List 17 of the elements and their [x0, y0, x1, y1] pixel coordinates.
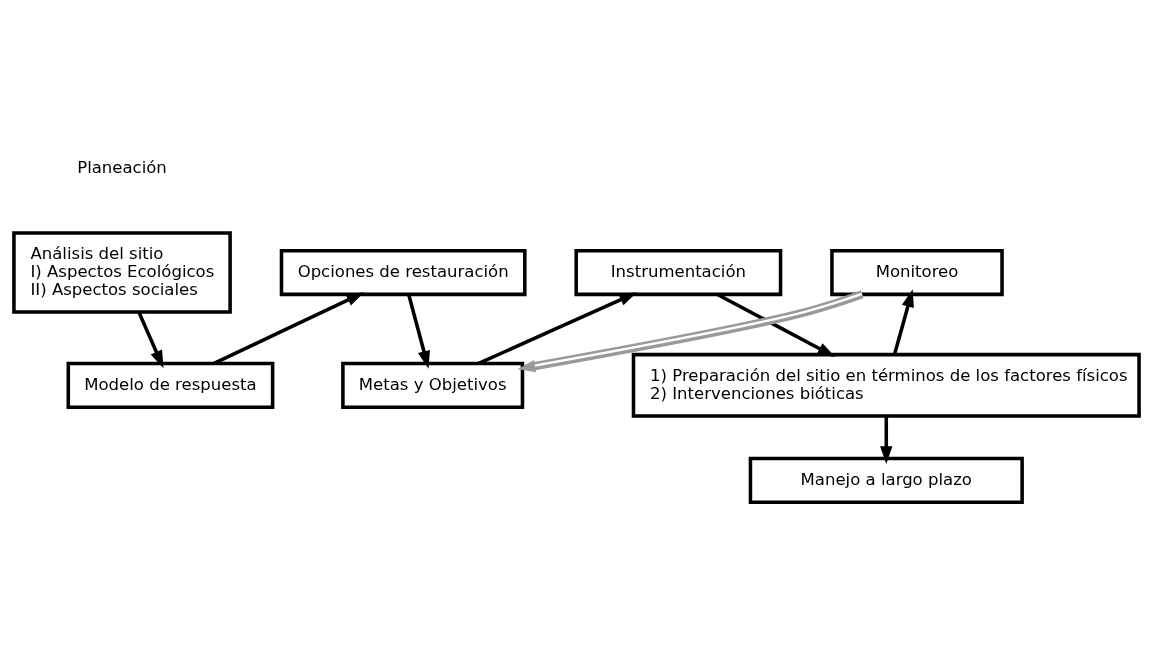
node-box: Análisis del sitio I) Aspectos Ecológicos II) Aspectos sociales — [12, 230, 232, 314]
node-box: Monitoreo — [830, 248, 1004, 296]
label: Planeación — [77, 157, 167, 177]
node-box: 1) Preparación del sitio en términos de los factores físicos 2) Intervenciones bióticas — [631, 352, 1141, 418]
node-box: Manejo a largo plazo — [748, 456, 1024, 504]
arrow — [880, 415, 893, 464]
node-box: Modelo de respuesta — [66, 361, 275, 409]
arrow — [892, 288, 914, 355]
arrow — [213, 291, 365, 365]
arrow — [477, 291, 638, 365]
arrow — [407, 293, 430, 369]
arrow — [137, 311, 164, 368]
arrow — [716, 292, 836, 357]
node-box: Instrumentación — [574, 248, 783, 296]
node-box: Metas y Objetivos — [341, 361, 525, 409]
arrow — [517, 290, 864, 372]
node-box: Opciones de restauración — [279, 248, 527, 296]
